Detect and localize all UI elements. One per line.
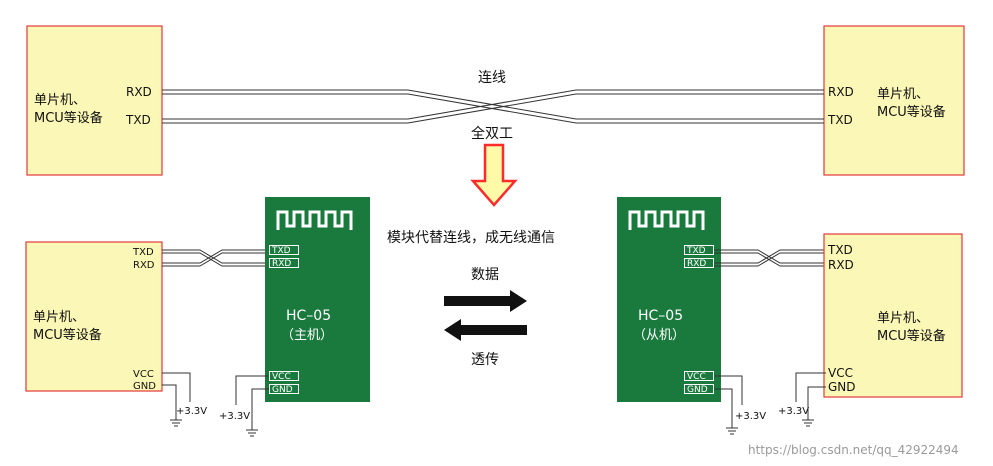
master-power-wires — [235, 375, 269, 437]
bottom-right-mcu-power — [795, 372, 826, 427]
bottom-left-mcu-supply: +3.3V — [176, 406, 207, 417]
antenna-icon — [276, 210, 353, 230]
slave-module: TXD RXD HC–05 （从机） VCC GND — [617, 197, 721, 402]
top-left-mcu-label-1: 单片机、 — [34, 93, 86, 108]
bottom-right-vcc-label: VCC — [828, 366, 853, 380]
bottom-left-txd-label: TXD — [132, 247, 154, 258]
master-vcc-pin: VCC — [272, 372, 291, 382]
watermark: https://blog.csdn.net/qq_42922494 — [748, 443, 959, 457]
top-right-txd-label: TXD — [827, 113, 853, 127]
bottom-left-gnd-label: GND — [133, 381, 156, 392]
duplex-label: 全双工 — [471, 125, 513, 142]
bottom-left-crossing-wires — [162, 249, 268, 267]
data-label: 数据 — [471, 267, 499, 283]
top-right-mcu-label-2: MCU等设备 — [877, 104, 946, 120]
caption: 模块代替连线，成无线通信 — [387, 230, 555, 246]
bottom-left-vcc-label: VCC — [133, 369, 154, 380]
top-left-mcu-label-2: MCU等设备 — [34, 110, 103, 126]
bottom-left-mcu-power — [162, 372, 191, 427]
top-left-rxd-label: RXD — [126, 85, 152, 99]
master-name: HC–05 — [286, 308, 331, 324]
top-left-txd-label: TXD — [125, 113, 151, 127]
left-arrow-icon — [444, 319, 527, 341]
bottom-right-gnd-label: GND — [828, 380, 856, 394]
slave-supply: +3.3V — [735, 411, 766, 422]
wire-label: 连线 — [478, 70, 506, 86]
bottom-right-txd-label: TXD — [827, 243, 853, 257]
bottom-right-mcu-box — [823, 233, 963, 398]
master-module: TXD RXD HC–05 （主机） VCC GND — [265, 197, 370, 402]
slave-txd-pin: TXD — [686, 246, 706, 256]
antenna-icon — [628, 210, 705, 230]
bottom-left-rxd-label: RXD — [133, 260, 155, 271]
slave-power-wires — [714, 375, 743, 435]
master-role: （主机） — [281, 328, 333, 343]
bottom-right-mcu-supply: +3.3V — [778, 406, 809, 417]
slave-role: （从机） — [633, 328, 685, 343]
master-gnd-pin: GND — [272, 385, 293, 395]
right-arrow-icon — [444, 290, 527, 312]
bottom-left-mcu-label-2: MCU等设备 — [33, 327, 102, 343]
slave-gnd-pin: GND — [687, 385, 708, 395]
bottom-left-mcu-label-1: 单片机、 — [33, 310, 85, 325]
slave-rxd-pin: RXD — [687, 259, 706, 269]
down-arrow-icon — [470, 143, 518, 207]
slave-vcc-pin: VCC — [687, 372, 706, 382]
top-right-mcu-label-1: 单片机、 — [877, 87, 929, 102]
top-left-mcu-box — [26, 25, 163, 176]
top-right-rxd-label: RXD — [828, 85, 854, 99]
master-rxd-pin: RXD — [272, 259, 291, 269]
top-right-mcu-box — [823, 25, 965, 176]
master-txd-pin: TXD — [271, 246, 291, 256]
bottom-left-mcu-box — [25, 241, 163, 392]
transparent-label: 透传 — [471, 352, 499, 368]
master-supply: +3.3V — [219, 411, 250, 422]
bottom-right-mcu-label-2: MCU等设备 — [877, 328, 946, 344]
bottom-right-rxd-label: RXD — [828, 258, 854, 272]
top-crossing-wires — [162, 89, 824, 124]
slave-name: HC–05 — [638, 308, 683, 324]
bottom-right-mcu-label-1: 单片机、 — [877, 311, 929, 326]
bottom-right-crossing-wires — [714, 249, 824, 267]
